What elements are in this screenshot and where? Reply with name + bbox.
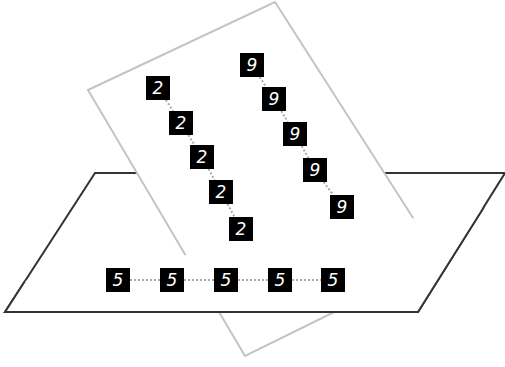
digit-glyph: 9: [247, 57, 258, 74]
digit-glyph: 9: [290, 126, 301, 143]
digit-image: 9: [262, 87, 286, 111]
digit-image: 5: [106, 268, 130, 292]
dotted-connector: [324, 182, 333, 195]
dotted-connector: [227, 204, 234, 217]
digit-glyph: 9: [310, 162, 321, 179]
digit-glyph: 2: [176, 115, 187, 132]
digit-glyph: 5: [275, 272, 286, 289]
digit-image: 2: [190, 145, 214, 169]
digit-image: 5: [160, 268, 184, 292]
digit-image: 5: [268, 268, 292, 292]
digit-glyph: 5: [113, 272, 124, 289]
digit-image: 9: [240, 53, 264, 77]
dotted-connector: [184, 279, 214, 281]
digit-glyph: 5: [328, 272, 339, 289]
digit-image: 9: [330, 195, 354, 219]
digit-image: 2: [169, 111, 193, 135]
digit-glyph: 5: [167, 272, 178, 289]
digit-image: 9: [283, 122, 307, 146]
dotted-connector: [260, 77, 266, 87]
dotted-connector: [188, 135, 194, 145]
digit-glyph: 5: [221, 272, 232, 289]
dotted-connector: [130, 279, 160, 281]
digit-image: 2: [209, 180, 233, 204]
plane-front-cover: [5, 207, 484, 312]
digit-glyph: 9: [269, 91, 280, 108]
digit-glyph: 2: [197, 149, 208, 166]
dotted-connector: [209, 169, 215, 180]
digit-glyph: 9: [337, 199, 348, 216]
digit-image: 9: [303, 158, 327, 182]
digit-glyph: 2: [236, 221, 247, 238]
dotted-connector: [302, 146, 309, 158]
digit-image: 5: [321, 268, 345, 292]
digit-image: 5: [214, 268, 238, 292]
dotted-connector: [238, 279, 268, 281]
dotted-connector: [281, 111, 288, 122]
dotted-connector: [166, 100, 173, 111]
digit-image: 2: [146, 76, 170, 100]
digit-glyph: 2: [216, 184, 227, 201]
horizontal-plane-front-edge: [5, 207, 484, 312]
digit-glyph: 2: [153, 80, 164, 97]
digit-image: 2: [229, 217, 253, 241]
dotted-connector: [292, 279, 321, 281]
